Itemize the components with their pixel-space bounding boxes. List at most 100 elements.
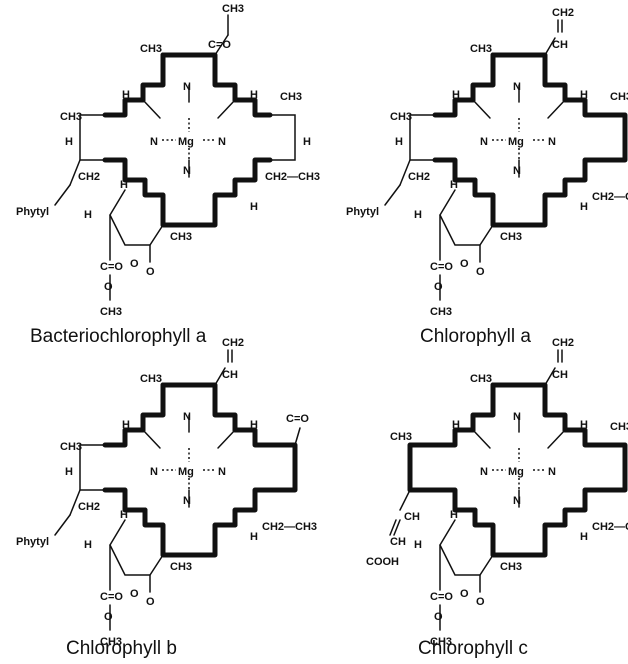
molecule-bacteriochlorophyll-a: CH3 CH3 C=O H H CH3 CH3 H H CH2—CH3 N N …: [16, 3, 320, 347]
label-lower-methyl: CH3: [170, 231, 192, 243]
label-ch3-bottom: CH3: [430, 636, 452, 648]
label-h-left: H: [395, 136, 403, 148]
label-ester: C=O: [100, 261, 123, 273]
ring-cyclopentanone: [109, 189, 164, 246]
pyrrole-ring-top-right: [160, 52, 238, 103]
label-n-bottom: N: [183, 165, 191, 177]
label-h-ring: H: [414, 209, 422, 221]
label-ch3-bottom: CH3: [100, 636, 122, 648]
label-n-bottom: N: [513, 495, 521, 507]
label-h-ring: H: [84, 539, 92, 551]
label-top-sub-1: CH2: [222, 337, 244, 349]
label-left-methyl: CH3: [60, 441, 82, 453]
label-h-upper-left: H: [122, 89, 130, 101]
label-keto: O: [476, 266, 485, 278]
label-top-methyl: CH3: [470, 43, 492, 55]
label-h-upper-right: H: [250, 89, 258, 101]
label-keto: O: [146, 596, 155, 608]
label-h-upper-right: H: [580, 89, 588, 101]
label-top-methyl: CH3: [140, 373, 162, 385]
label-h-lower-right: H: [580, 531, 588, 543]
ring-right-lower: [232, 157, 273, 198]
label-n-top: N: [183, 411, 191, 423]
label-ester: C=O: [430, 261, 453, 273]
label-ch: CH: [404, 511, 420, 523]
label-ch2: CH2: [408, 171, 430, 183]
label-h-upper-left: H: [452, 89, 460, 101]
label-top-sub-2: CH: [552, 39, 568, 51]
label-h-left: H: [65, 136, 73, 148]
label-ch3-bottom: CH3: [100, 306, 122, 318]
label-lower-methyl: CH3: [500, 231, 522, 243]
label-n-left: N: [150, 136, 158, 148]
bond-side-chain: [69, 159, 81, 186]
label-oxy-2: O: [434, 281, 443, 293]
label-right-top: CH3: [610, 421, 628, 433]
label-ester: C=O: [430, 591, 453, 603]
label-n-right: N: [548, 136, 556, 148]
label-lower-methyl: CH3: [170, 561, 192, 573]
label-keto: O: [476, 596, 485, 608]
molecule-chlorophyll-c: CH3 CH2 CH H H CH3 CH3 CH2—CH3 N N Mg N …: [366, 337, 628, 659]
label-n-bottom: N: [513, 165, 521, 177]
label-n-right: N: [218, 466, 226, 478]
caption-bacteriochlorophyll-a: Bacteriochlorophyll a: [30, 326, 207, 347]
label-top-sub-1: CH3: [222, 3, 244, 15]
label-h-right: H: [303, 136, 311, 148]
label-right-top: CH3: [610, 91, 628, 103]
bond-n-left: [142, 99, 161, 119]
label-right-top: C=O: [286, 413, 309, 425]
label-h-upper-left: H: [122, 419, 130, 431]
label-h-upper-right: H: [250, 419, 258, 431]
label-ch2: CH2: [78, 171, 100, 183]
label-n-left: N: [480, 136, 488, 148]
label-oxy: O: [130, 588, 139, 600]
label-phytyl: Phytyl: [16, 206, 49, 218]
label-n-left: N: [480, 466, 488, 478]
molecule-chlorophyll-a: CH3 CH2 CH H H CH3 CH3 H CH2—CH3 N N Mg …: [346, 7, 628, 347]
label-right-side: CH2—CH3: [592, 521, 628, 533]
caption-chlorophyll-c: Chlorophyll c: [418, 638, 528, 659]
label-phytyl: Phytyl: [16, 536, 49, 548]
label-right-side: CH2—CH3: [592, 191, 628, 203]
pyrrole-ring-top: [140, 52, 166, 103]
label-left-methyl: CH3: [60, 111, 82, 123]
label-oxy-2: O: [434, 611, 443, 623]
ring-right-upper: [232, 97, 273, 118]
label-top-methyl: CH3: [140, 43, 162, 55]
label-ester: C=O: [100, 591, 123, 603]
ring-right-saturated: [269, 114, 296, 161]
label-h-left: H: [65, 466, 73, 478]
ring-left-upper: [102, 97, 146, 118]
label-n-bottom: N: [183, 495, 191, 507]
label-n-right: N: [218, 136, 226, 148]
label-n-right: N: [548, 466, 556, 478]
label-mg: Mg: [508, 136, 524, 148]
bond-top-sub: [214, 34, 229, 56]
label-left-methyl: CH3: [390, 111, 412, 123]
label-ch3-bottom: CH3: [430, 306, 452, 318]
label-n-top: N: [513, 81, 521, 93]
label-n-left: N: [150, 466, 158, 478]
label-ch-2: CH: [390, 536, 406, 548]
label-oxy: O: [130, 258, 139, 270]
label-phytyl: Phytyl: [346, 206, 379, 218]
label-h-upper-right: H: [580, 419, 588, 431]
label-left-methyl: CH3: [390, 431, 412, 443]
label-right-side: CH2—CH3: [265, 171, 320, 183]
label-top-methyl: CH3: [470, 373, 492, 385]
label-h-lower-right: H: [250, 531, 258, 543]
label-lower-methyl: CH3: [500, 561, 522, 573]
label-oxy-2: O: [104, 611, 113, 623]
label-top-sub-1: CH2: [552, 7, 574, 19]
label-oxy-2: O: [104, 281, 113, 293]
label-oxy: O: [460, 258, 469, 270]
label-top-sub-2: C=O: [208, 39, 231, 51]
label-n-top: N: [513, 411, 521, 423]
label-h-lower-right: H: [580, 201, 588, 213]
label-top-sub-1: CH2: [552, 337, 574, 349]
label-top-sub-2: CH: [552, 369, 568, 381]
label-ch2: CH2: [78, 501, 100, 513]
ring-left-lower: [102, 157, 148, 183]
